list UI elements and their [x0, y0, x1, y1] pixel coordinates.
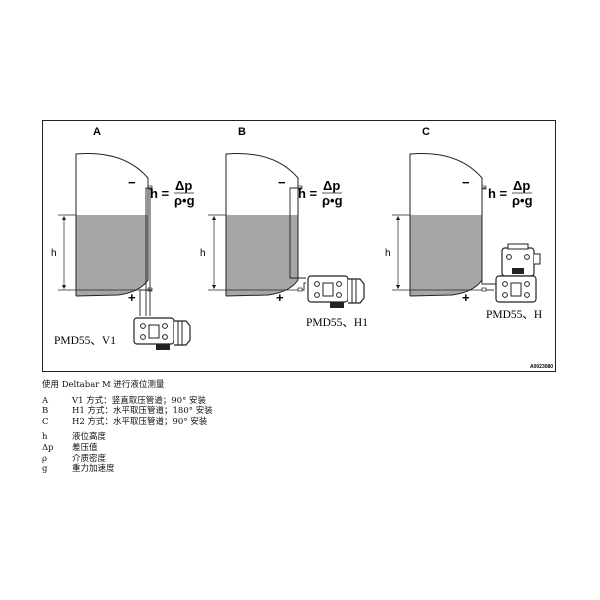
legend-text: V1 方式：竖直取压管道；90° 安装 [72, 395, 207, 406]
svg-text:ρ•g: ρ•g [512, 193, 533, 208]
legend-key: B [42, 406, 49, 417]
panel-b-letter: B [238, 126, 246, 138]
figure-svg: A h − + h = Δp ρ•g PMD55、V1 B h − + h = … [42, 120, 556, 372]
minus-sign-a: − [128, 175, 136, 190]
panel-c-letter: C [422, 126, 430, 138]
panel-b: B h − + h = Δp ρ•g PMD55、H1 [200, 120, 368, 329]
svg-text:Δp: Δp [513, 178, 530, 193]
legend-item-dp: Δp 差压值 [42, 443, 562, 454]
legend-text: 重力加速度 [72, 464, 115, 475]
figure-code: A0023080 [530, 364, 553, 370]
svg-text:h =: h = [150, 186, 170, 201]
legend-key: h [42, 432, 48, 443]
svg-text:ρ•g: ρ•g [174, 193, 195, 208]
model-label-a: PMD55、V1 [54, 335, 116, 347]
legend-text: H1 方式：水平取压管道；180° 安装 [72, 406, 213, 417]
formula-b: h = Δp ρ•g [298, 178, 343, 208]
level-height-label-a: h [51, 248, 57, 259]
plus-sign-c: + [462, 290, 470, 305]
plus-sign-a: + [128, 290, 136, 305]
legend-item-b: B H1 方式：水平取压管道；180° 安装 [42, 406, 562, 417]
legend-item-h: h 液位高度 [42, 432, 562, 443]
legend-key: ρ [42, 453, 47, 464]
model-label-c: PMD55、H [486, 309, 542, 321]
legend-text: 差压值 [72, 442, 98, 453]
minus-sign-c: − [462, 175, 470, 190]
svg-text:h =: h = [488, 186, 508, 201]
svg-text:Δp: Δp [175, 178, 192, 193]
legend-key: g [42, 464, 48, 475]
panel-a-letter: A [93, 126, 101, 138]
transmitter-b [307, 275, 365, 309]
transmitter-c [495, 243, 541, 303]
formula-a: h = Δp ρ•g [150, 178, 195, 208]
legend-key: A [42, 395, 49, 406]
transmitter-a [133, 317, 191, 351]
legend-text: H2 方式：水平取压管道；90° 安装 [72, 416, 208, 427]
level-height-label-b: h [200, 248, 206, 259]
formula-c: h = Δp ρ•g [488, 178, 533, 208]
panel-a: A h − + h = Δp ρ•g PMD55、V1 [51, 120, 195, 351]
legend-text: 液位高度 [72, 432, 107, 443]
panel-c: C h − + h = Δp ρ•g PMD55、H [385, 120, 542, 321]
legend-text: 介质密度 [72, 453, 107, 464]
legend: 使用 Deltabar M 进行液位测量 A V1 方式：竖直取压管道；90° … [42, 380, 562, 475]
plus-sign-b: + [276, 290, 284, 305]
legend-item-a: A V1 方式：竖直取压管道；90° 安装 [42, 396, 562, 407]
legend-item-rho: ρ 介质密度 [42, 454, 562, 465]
svg-text:ρ•g: ρ•g [322, 193, 343, 208]
figure-border [42, 120, 556, 372]
legend-item-g: g 重力加速度 [42, 464, 562, 475]
legend-item-c: C H2 方式：水平取压管道；90° 安装 [42, 417, 562, 428]
svg-text:Δp: Δp [323, 178, 340, 193]
svg-text:h =: h = [298, 186, 318, 201]
legend-key: Δp [42, 442, 54, 453]
model-label-b: PMD55、H1 [306, 317, 368, 329]
figure-frame: A h − + h = Δp ρ•g PMD55、V1 B h − + h = … [42, 120, 556, 372]
legend-key: C [42, 416, 49, 427]
level-height-label-c: h [385, 248, 391, 259]
minus-sign-b: − [278, 175, 286, 190]
legend-title: 使用 Deltabar M 进行液位测量 [42, 380, 165, 390]
